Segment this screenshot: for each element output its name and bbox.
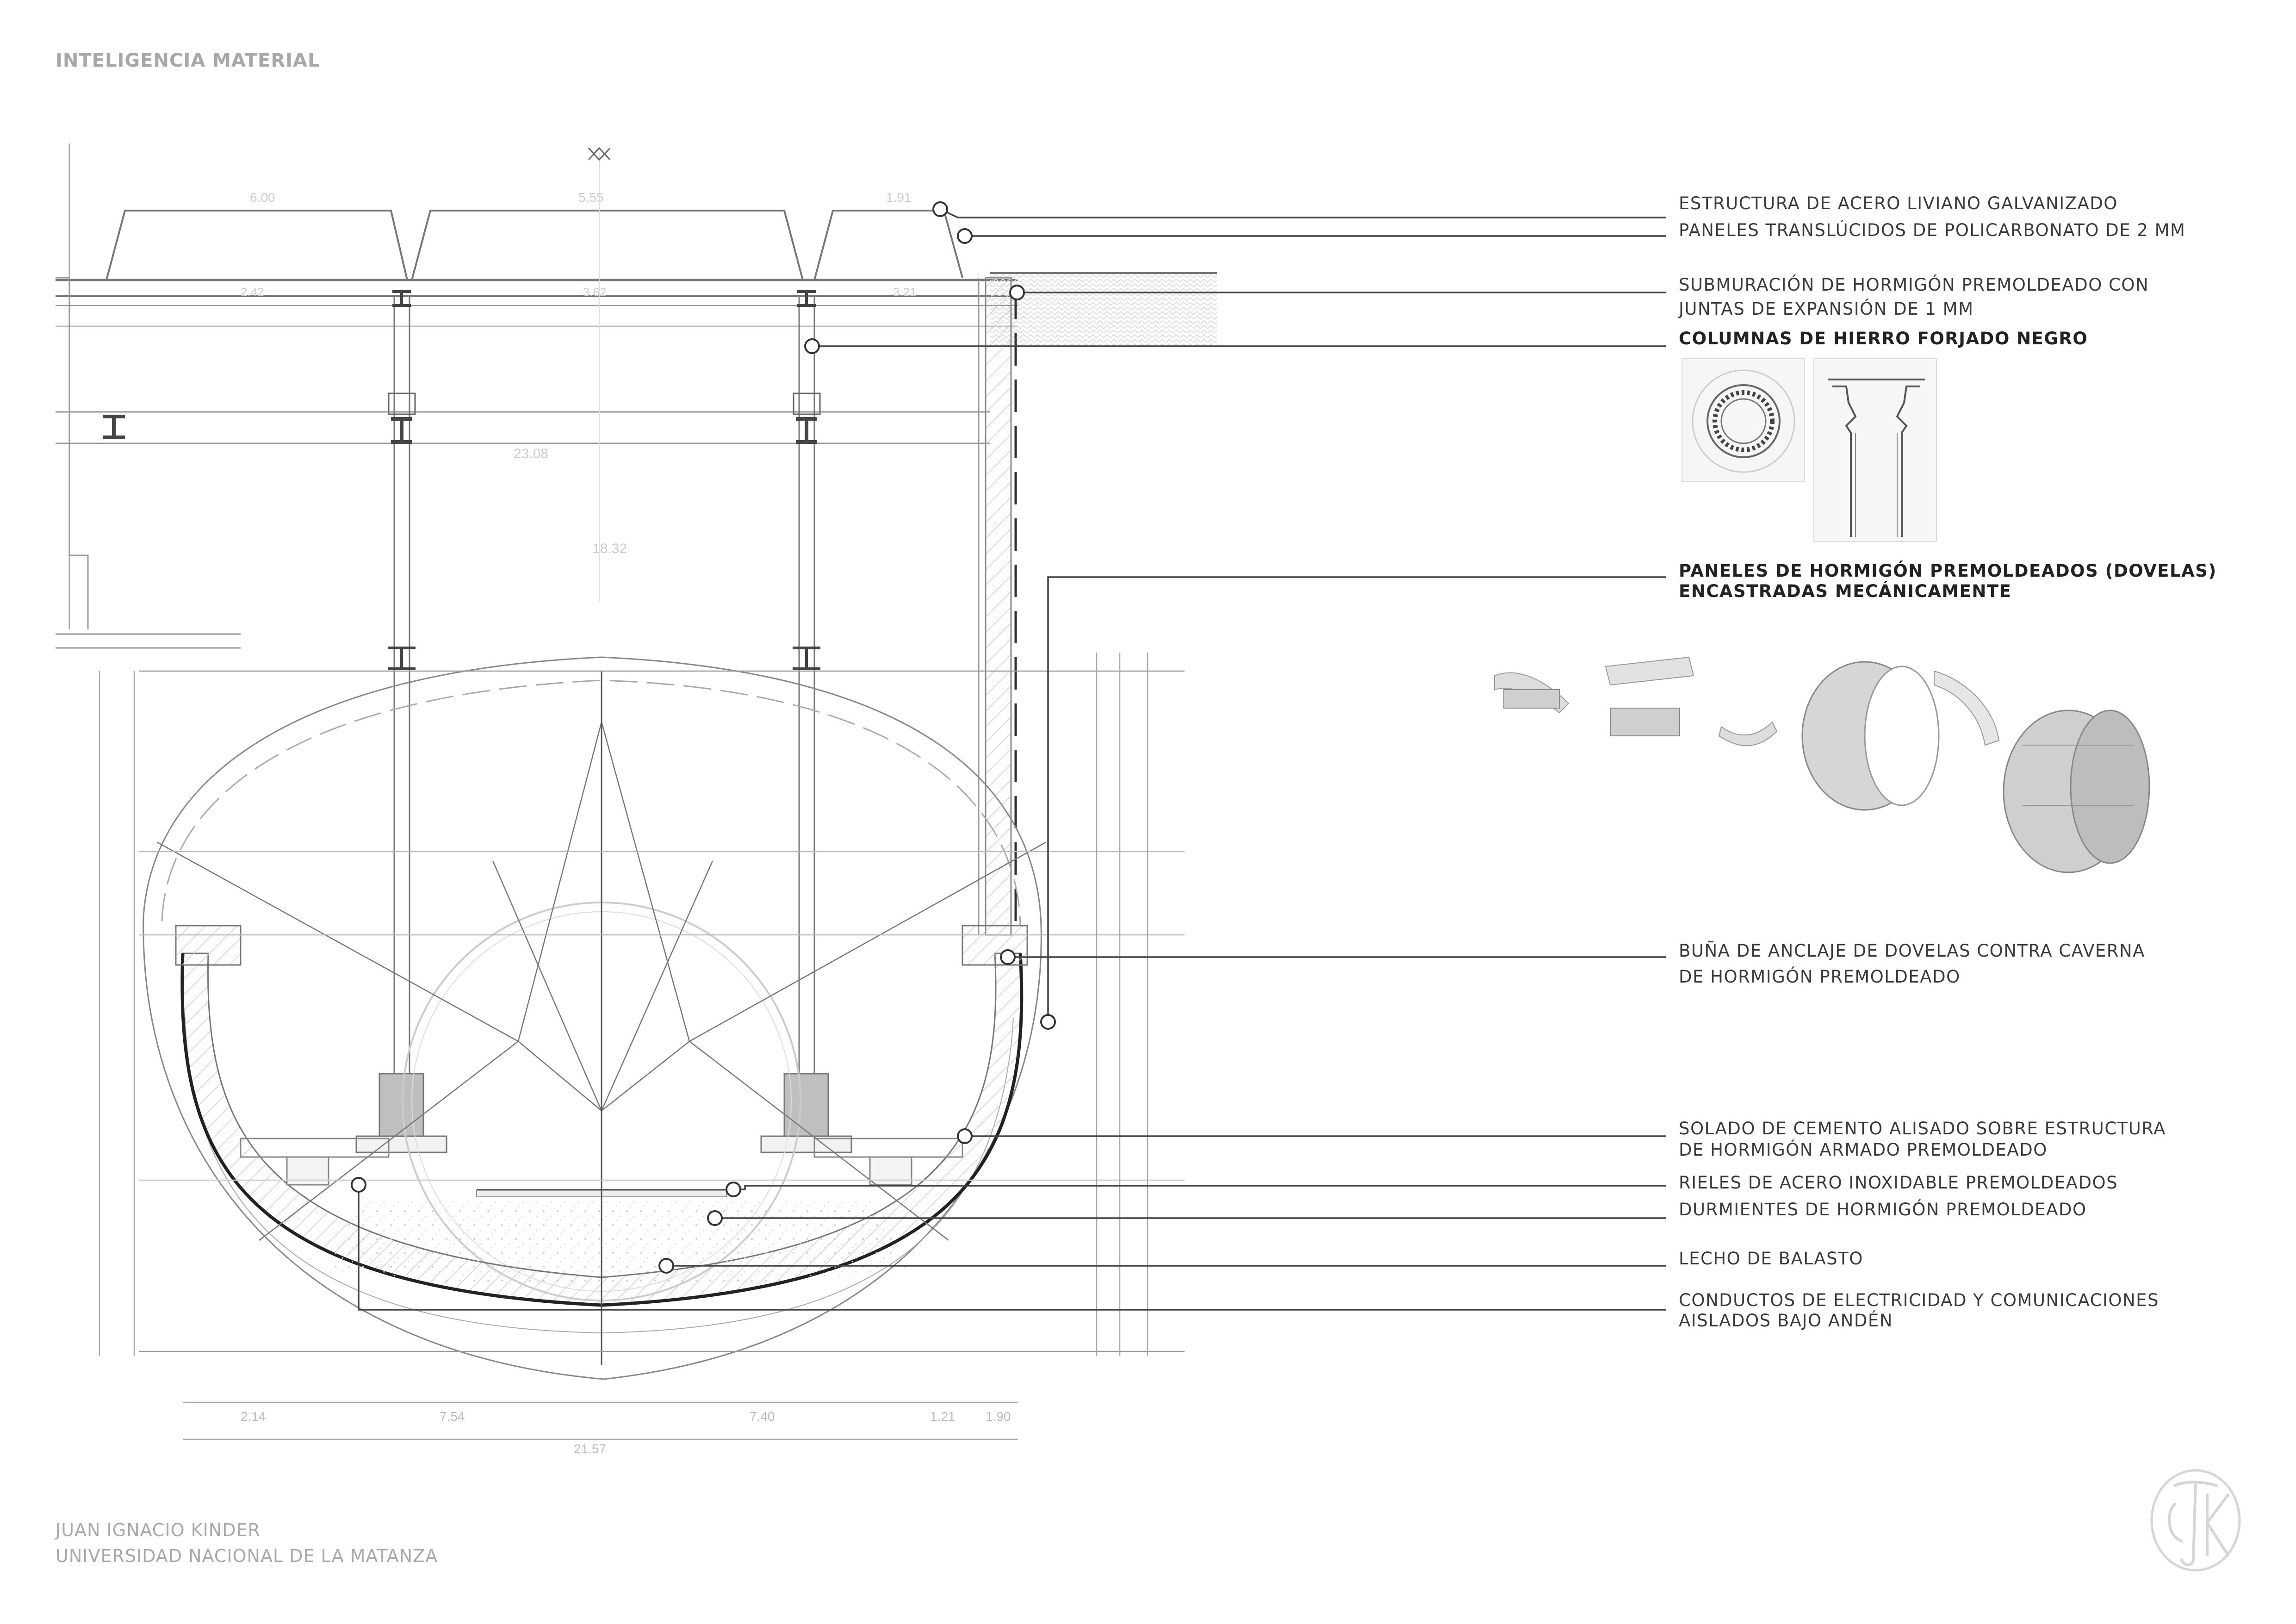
leader-markers bbox=[351, 201, 1056, 1274]
label-columns: COLUMNAS DE HIERRO FORJADO NEGRO bbox=[1679, 327, 2088, 351]
dimension-bottom-2: 7.54 bbox=[440, 1409, 465, 1424]
label-line: DE HORMIGÓN PREMOLDEADO bbox=[1679, 967, 1961, 987]
ballast-bed bbox=[324, 1189, 907, 1286]
dimension-bottom-4: 1.21 bbox=[930, 1409, 956, 1424]
label-buna-anclaje: BUÑA DE ANCLAJE DE DOVELAS CONTRA CAVERN… bbox=[1679, 938, 2145, 990]
label-line: RIELES DE ACERO INOXIDABLE PREMOLDEADOS bbox=[1679, 1173, 2118, 1193]
leader-lines bbox=[358, 208, 1666, 1311]
label-rieles: RIELES DE ACERO INOXIDABLE PREMOLDEADOS bbox=[1679, 1171, 2118, 1195]
monogram-logo-icon bbox=[2150, 1469, 2241, 1572]
column-left bbox=[355, 290, 447, 1153]
label-durmientes: DURMIENTES DE HORMIGÓN PREMOLDEADO bbox=[1679, 1198, 2087, 1222]
label-line: JUNTAS DE EXPANSIÓN DE 1 MM bbox=[1679, 299, 1974, 319]
dimension-chains bbox=[99, 653, 1148, 1440]
dimension-roof-2: 3.62 bbox=[583, 285, 607, 299]
dimension-top-2: 5.55 bbox=[578, 190, 604, 205]
label-dovelas: PANELES DE HORMIGÓN PREMOLDEADOS (DOVELA… bbox=[1679, 561, 2217, 602]
dimension-bottom-3: 7.40 bbox=[750, 1409, 775, 1424]
label-polycarbonate-panels: PANELES TRANSLÚCIDOS DE POLICARBONATO DE… bbox=[1679, 218, 2185, 243]
dovelas-assembly-illustration bbox=[1494, 656, 2150, 873]
construction-lines bbox=[139, 670, 1185, 1365]
label-line: CONDUCTOS DE ELECTRICIDAD Y COMUNICACION… bbox=[1679, 1290, 2159, 1310]
footer-credits: JUAN IGNACIO KINDER UNIVERSIDAD NACIONAL… bbox=[56, 1517, 438, 1569]
page-title: INTELIGENCIA MATERIAL bbox=[56, 50, 320, 71]
label-balasto: LECHO DE BALASTO bbox=[1679, 1247, 1863, 1271]
label-solado: SOLADO DE CEMENTO ALISADO SOBRE ESTRUCTU… bbox=[1679, 1118, 2166, 1161]
label-line: COLUMNAS DE HIERRO FORJADO NEGRO bbox=[1679, 329, 2088, 348]
north-arrow-icon bbox=[588, 147, 611, 161]
ground-block bbox=[990, 273, 1217, 347]
dimension-top-1: 6.00 bbox=[250, 190, 275, 205]
institution-name: UNIVERSIDAD NACIONAL DE LA MATANZA bbox=[56, 1546, 438, 1566]
label-line: AISLADOS BAJO ANDÉN bbox=[1679, 1311, 1893, 1331]
label-line: SUBMURACIÓN DE HORMIGÓN PREMOLDEADO CON bbox=[1679, 275, 2149, 295]
column-plan-detail bbox=[1682, 358, 1805, 482]
label-line: ENCASTRADAS MECÁNICAMENTE bbox=[1679, 581, 2012, 601]
tunnel-outer-ring bbox=[143, 656, 1042, 1380]
dimension-span-2: 18.32 bbox=[592, 541, 627, 556]
label-conductos: CONDUCTOS DE ELECTRICIDAD Y COMUNICACION… bbox=[1679, 1290, 2159, 1331]
dimension-roof-1: 2.42 bbox=[241, 285, 264, 299]
label-submuracion: SUBMURACIÓN DE HORMIGÓN PREMOLDEADO CON … bbox=[1679, 273, 2149, 321]
label-line: DE HORMIGÓN ARMADO PREMOLDEADO bbox=[1679, 1140, 2048, 1160]
dimension-bottom-5: 1.90 bbox=[986, 1409, 1011, 1424]
label-line: PANELES TRANSLÚCIDOS DE POLICARBONATO DE… bbox=[1679, 220, 2186, 240]
roof-structure bbox=[56, 143, 1018, 649]
label-line: BUÑA DE ANCLAJE DE DOVELAS CONTRA CAVERN… bbox=[1679, 941, 2145, 961]
label-line: ESTRUCTURA DE ACERO LIVIANO GALVANIZADO bbox=[1679, 193, 2118, 213]
label-line: SOLADO DE CEMENTO ALISADO SOBRE ESTRUCTU… bbox=[1679, 1119, 2166, 1139]
dimension-span-1: 23.08 bbox=[514, 446, 548, 461]
label-steel-structure: ESTRUCTURA DE ACERO LIVIANO GALVANIZADO bbox=[1679, 192, 2118, 216]
label-line: PANELES DE HORMIGÓN PREMOLDEADOS (DOVELA… bbox=[1679, 561, 2217, 581]
column-capital-detail bbox=[1813, 358, 1937, 542]
label-line: DURMIENTES DE HORMIGÓN PREMOLDEADO bbox=[1679, 1200, 2087, 1220]
i-beam-icon bbox=[103, 415, 125, 439]
dimension-roof-3: 3.21 bbox=[893, 285, 917, 299]
author-name: JUAN IGNACIO KINDER bbox=[56, 1520, 261, 1540]
dimension-total: 21.57 bbox=[574, 1442, 606, 1456]
dimension-top-3: 1.91 bbox=[886, 190, 912, 205]
submuracion-wall bbox=[978, 277, 1017, 936]
dimension-bottom-1: 2.14 bbox=[241, 1409, 266, 1424]
label-line: LECHO DE BALASTO bbox=[1679, 1249, 1863, 1269]
